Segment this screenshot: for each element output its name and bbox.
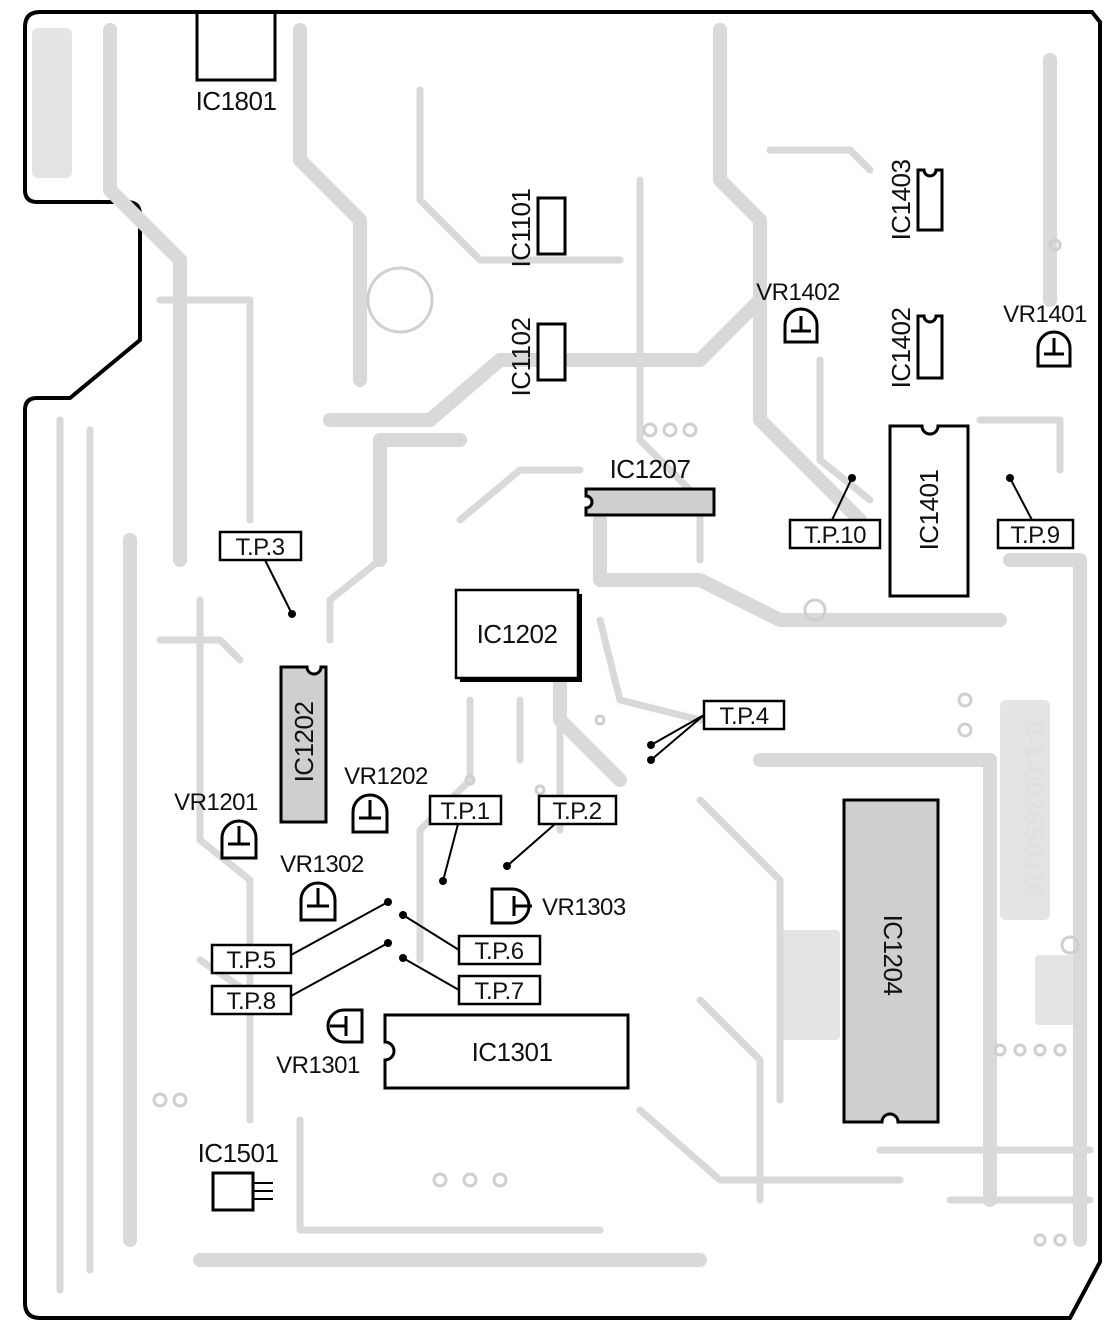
ic1202-dip-label: IC1202	[289, 702, 319, 783]
board-code: 0-1-0036S0118	[1019, 721, 1049, 899]
ic1207: IC1207	[584, 454, 716, 517]
tp2-label: T.P.2	[552, 798, 601, 825]
vr1302-label: VR1302	[280, 851, 364, 878]
vr1303-label: VR1303	[542, 894, 626, 921]
tp10: T.P.10	[788, 474, 882, 550]
ic1204: IC1204	[842, 798, 940, 1124]
tp7: T.P.7	[399, 954, 542, 1006]
tp1: T.P.1	[428, 794, 503, 885]
tp7-label: T.P.7	[474, 978, 523, 1005]
tp10-label: T.P.10	[804, 522, 866, 549]
ic1202-flatpack: IC1202	[454, 588, 582, 682]
ic1202-dip: IC1202	[279, 665, 328, 824]
vr1201-label: VR1201	[174, 789, 258, 816]
ic1401-label: IC1401	[914, 470, 944, 551]
ic1801: IC1801	[195, 14, 277, 116]
ic1501: IC1501	[198, 1138, 279, 1212]
tp8-label: T.P.8	[226, 988, 275, 1015]
ic1801-label: IC1801	[196, 86, 277, 116]
tp4-label: T.P.4	[719, 703, 768, 730]
ic1101: IC1101	[506, 189, 567, 268]
tp9: T.P.9	[996, 474, 1075, 550]
vr1401-label: VR1401	[1003, 301, 1087, 328]
vr1301: VR1301	[276, 1008, 364, 1079]
tp3-label: T.P.3	[235, 534, 284, 561]
tp6: T.P.6	[399, 911, 542, 966]
ic1501-label: IC1501	[198, 1138, 279, 1168]
tp2: T.P.2	[503, 794, 618, 870]
copper-traces: 0-1-0036S0118	[32, 23, 1094, 1294]
tp4: T.P.4	[647, 699, 786, 764]
vr1302: VR1302	[280, 851, 365, 922]
vr1301-label: VR1301	[276, 1052, 360, 1079]
ic1401: IC1401	[888, 424, 970, 598]
vr1401: VR1401	[1003, 301, 1088, 368]
ic1403-label: IC1403	[886, 160, 916, 241]
ic1102: IC1102	[506, 318, 567, 397]
tp5-label: T.P.5	[226, 947, 275, 974]
tp3: T.P.3	[218, 530, 303, 618]
tp5: T.P.5	[210, 898, 392, 975]
ic1402: IC1402	[886, 308, 944, 389]
tp9-label: T.P.9	[1010, 522, 1059, 549]
ic1202-flatpack-label: IC1202	[477, 619, 558, 649]
vr1202-label: VR1202	[344, 763, 428, 790]
vr1202: VR1202	[344, 763, 429, 834]
ic1402-label: IC1402	[886, 308, 916, 389]
vr1402-label: VR1402	[756, 279, 840, 306]
vr1201: VR1201	[174, 789, 259, 860]
ic1301: IC1301	[383, 1013, 630, 1090]
ic1204-label: IC1204	[878, 915, 908, 996]
ic1301-label: IC1301	[472, 1037, 553, 1067]
tp1-label: T.P.1	[440, 798, 489, 825]
ic1102-label: IC1102	[506, 318, 536, 397]
ic1403: IC1403	[886, 160, 944, 241]
tp6-label: T.P.6	[474, 938, 523, 965]
vr1303: VR1303	[490, 887, 626, 925]
tp8: T.P.8	[210, 939, 392, 1016]
ic1207-label: IC1207	[610, 454, 691, 484]
ic1101-label: IC1101	[506, 189, 536, 268]
vr1402: VR1402	[756, 279, 841, 344]
